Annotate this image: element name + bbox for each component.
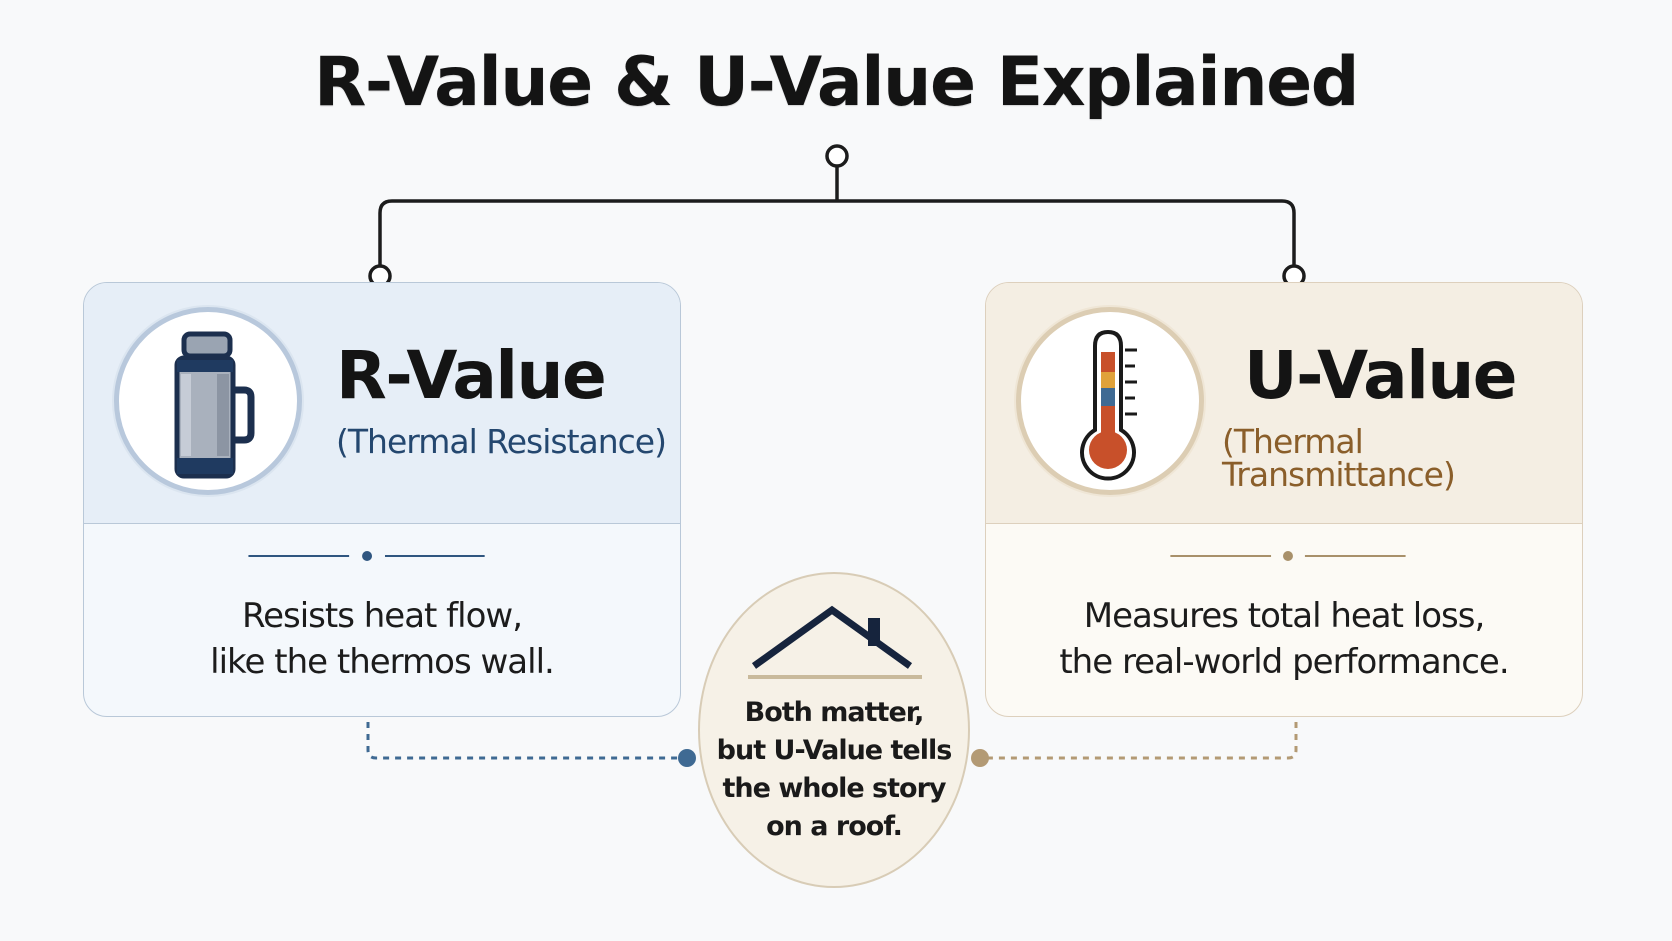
link-dot-right (971, 749, 989, 767)
u-value-subtitle: (Thermal Transmittance) (1222, 422, 1456, 494)
r-value-card-header: R-Value (Thermal Resistance) (84, 283, 680, 524)
r-value-subtitle: (Thermal Resistance) (336, 422, 667, 461)
summary-bubble: Both matter, but U-Value tells the whole… (698, 572, 970, 888)
page-title: R-Value & U-Value Explained (314, 43, 1359, 122)
u-value-description: Measures total heat loss, the real-world… (986, 593, 1582, 685)
tree-connector (378, 166, 1296, 276)
u-value-title: U-Value (1244, 337, 1518, 414)
u-value-description-line: the real-world performance. (1059, 642, 1509, 682)
r-value-description-line: like the thermos wall. (210, 642, 555, 682)
link-dot-left (678, 749, 696, 767)
house-roof-icon (748, 605, 922, 679)
r-value-description: Resists heat flow, like the thermos wall… (84, 593, 680, 685)
connector-node-top (825, 144, 849, 168)
r-value-title: R-Value (336, 337, 607, 414)
u-value-divider (1170, 551, 1406, 561)
dotted-link-left (366, 722, 686, 760)
thermos-icon (174, 331, 255, 479)
r-value-divider (248, 551, 485, 561)
u-value-card: U-Value (Thermal Transmittance) Measures… (985, 282, 1583, 717)
summary-line: but U-Value tells (716, 735, 953, 766)
dotted-link-right (980, 722, 1298, 760)
summary-line: Both matter, (744, 697, 925, 728)
summary-line: on a roof. (766, 811, 903, 842)
summary-line: the whole story (722, 773, 947, 804)
thermometer-icon (1080, 329, 1137, 481)
r-value-icon-circle (114, 307, 302, 495)
u-value-icon-circle (1016, 307, 1204, 495)
u-value-card-header: U-Value (Thermal Transmittance) (986, 283, 1582, 524)
u-value-description-line: Measures total heat loss, (1083, 596, 1486, 636)
summary-text: Both matter, but U-Value tells the whole… (700, 694, 968, 846)
r-value-card: R-Value (Thermal Resistance) Resists hea… (83, 282, 681, 717)
r-value-description-line: Resists heat flow, (241, 596, 523, 636)
